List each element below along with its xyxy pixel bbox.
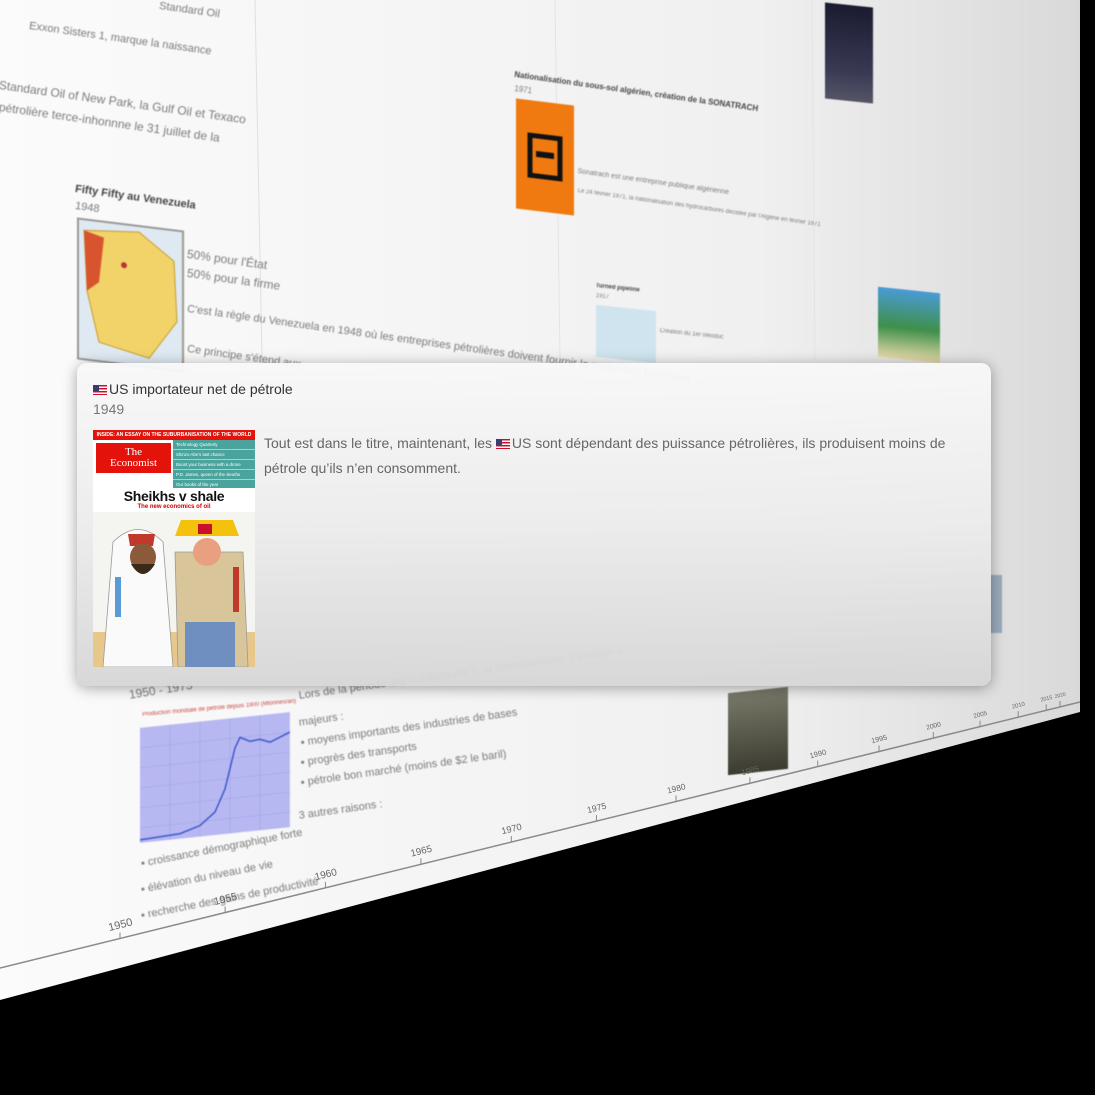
oil-production-chart-image <box>139 712 291 843</box>
toc-item: P.D. James, queen of the sleuths <box>173 470 255 480</box>
event-description: Tout est dans le titre, maintenant, les … <box>264 431 964 481</box>
event-title: US importateur net de pétrole <box>93 381 293 397</box>
axis-year-label: 1950 <box>107 916 134 934</box>
event-title-text: US importateur net de pétrole <box>109 381 293 397</box>
axis-year-label: 1965 <box>410 844 434 860</box>
axis-year-label: 1975 <box>586 801 608 815</box>
event-detail-card[interactable]: US importateur net de pétrole 1949 INSID… <box>77 363 991 686</box>
sonatrach-logo-image <box>516 98 574 216</box>
axis-year-label: 1955 <box>213 891 239 908</box>
cover-headline: Sheikhs v shale <box>123 488 225 504</box>
logo-line: The <box>124 446 143 458</box>
venezuela-map-image <box>77 217 184 373</box>
axis-year-label: 2020 <box>1054 692 1066 701</box>
cover-contents: Technology Quarterly Shinzo Abe's last c… <box>173 440 255 490</box>
description-text: Tout est dans le titre, maintenant, les <box>264 435 496 451</box>
toc-item: Shinzo Abe's last chance <box>173 450 255 460</box>
description-text: sont dépendant des puissance pétrolières… <box>264 435 946 476</box>
event-date: 1949 <box>93 401 125 417</box>
sheikh-cowboy-illustration <box>93 512 255 667</box>
toc-item: Technology Quarterly <box>173 440 255 450</box>
axis-year-label: 2015 <box>1040 695 1053 704</box>
axis-year-label: 2010 <box>1012 701 1027 710</box>
toc-item: Our books of the year <box>173 480 255 490</box>
economist-cover-image: INSIDE: AN ESSAY ON THE SUBURBANISATION … <box>93 430 255 667</box>
description-text: US <box>511 435 532 451</box>
us-flag-icon <box>495 439 510 449</box>
toc-item: Boost your business with a drone <box>173 460 255 470</box>
economist-logo: The Economist <box>96 443 171 473</box>
axis-year-label: 1990 <box>809 748 828 761</box>
cover-subhead: The new economics of oil <box>137 504 211 510</box>
axis-year-label: 1985 <box>740 764 760 777</box>
axis-year-label: 1995 <box>871 734 888 746</box>
axis-year-label: 2005 <box>973 710 989 720</box>
cover-banner: INSIDE: AN ESSAY ON THE SUBURBANISATION … <box>93 430 255 440</box>
axis-year-label: 1980 <box>666 781 687 795</box>
small-map-image <box>990 575 1002 633</box>
us-flag-icon <box>93 385 107 395</box>
axis-year-label: 1970 <box>500 822 522 837</box>
axis-year-label: 1960 <box>314 867 339 883</box>
axis-year-label: 2000 <box>926 721 942 731</box>
logo-line: Economist <box>109 457 158 469</box>
